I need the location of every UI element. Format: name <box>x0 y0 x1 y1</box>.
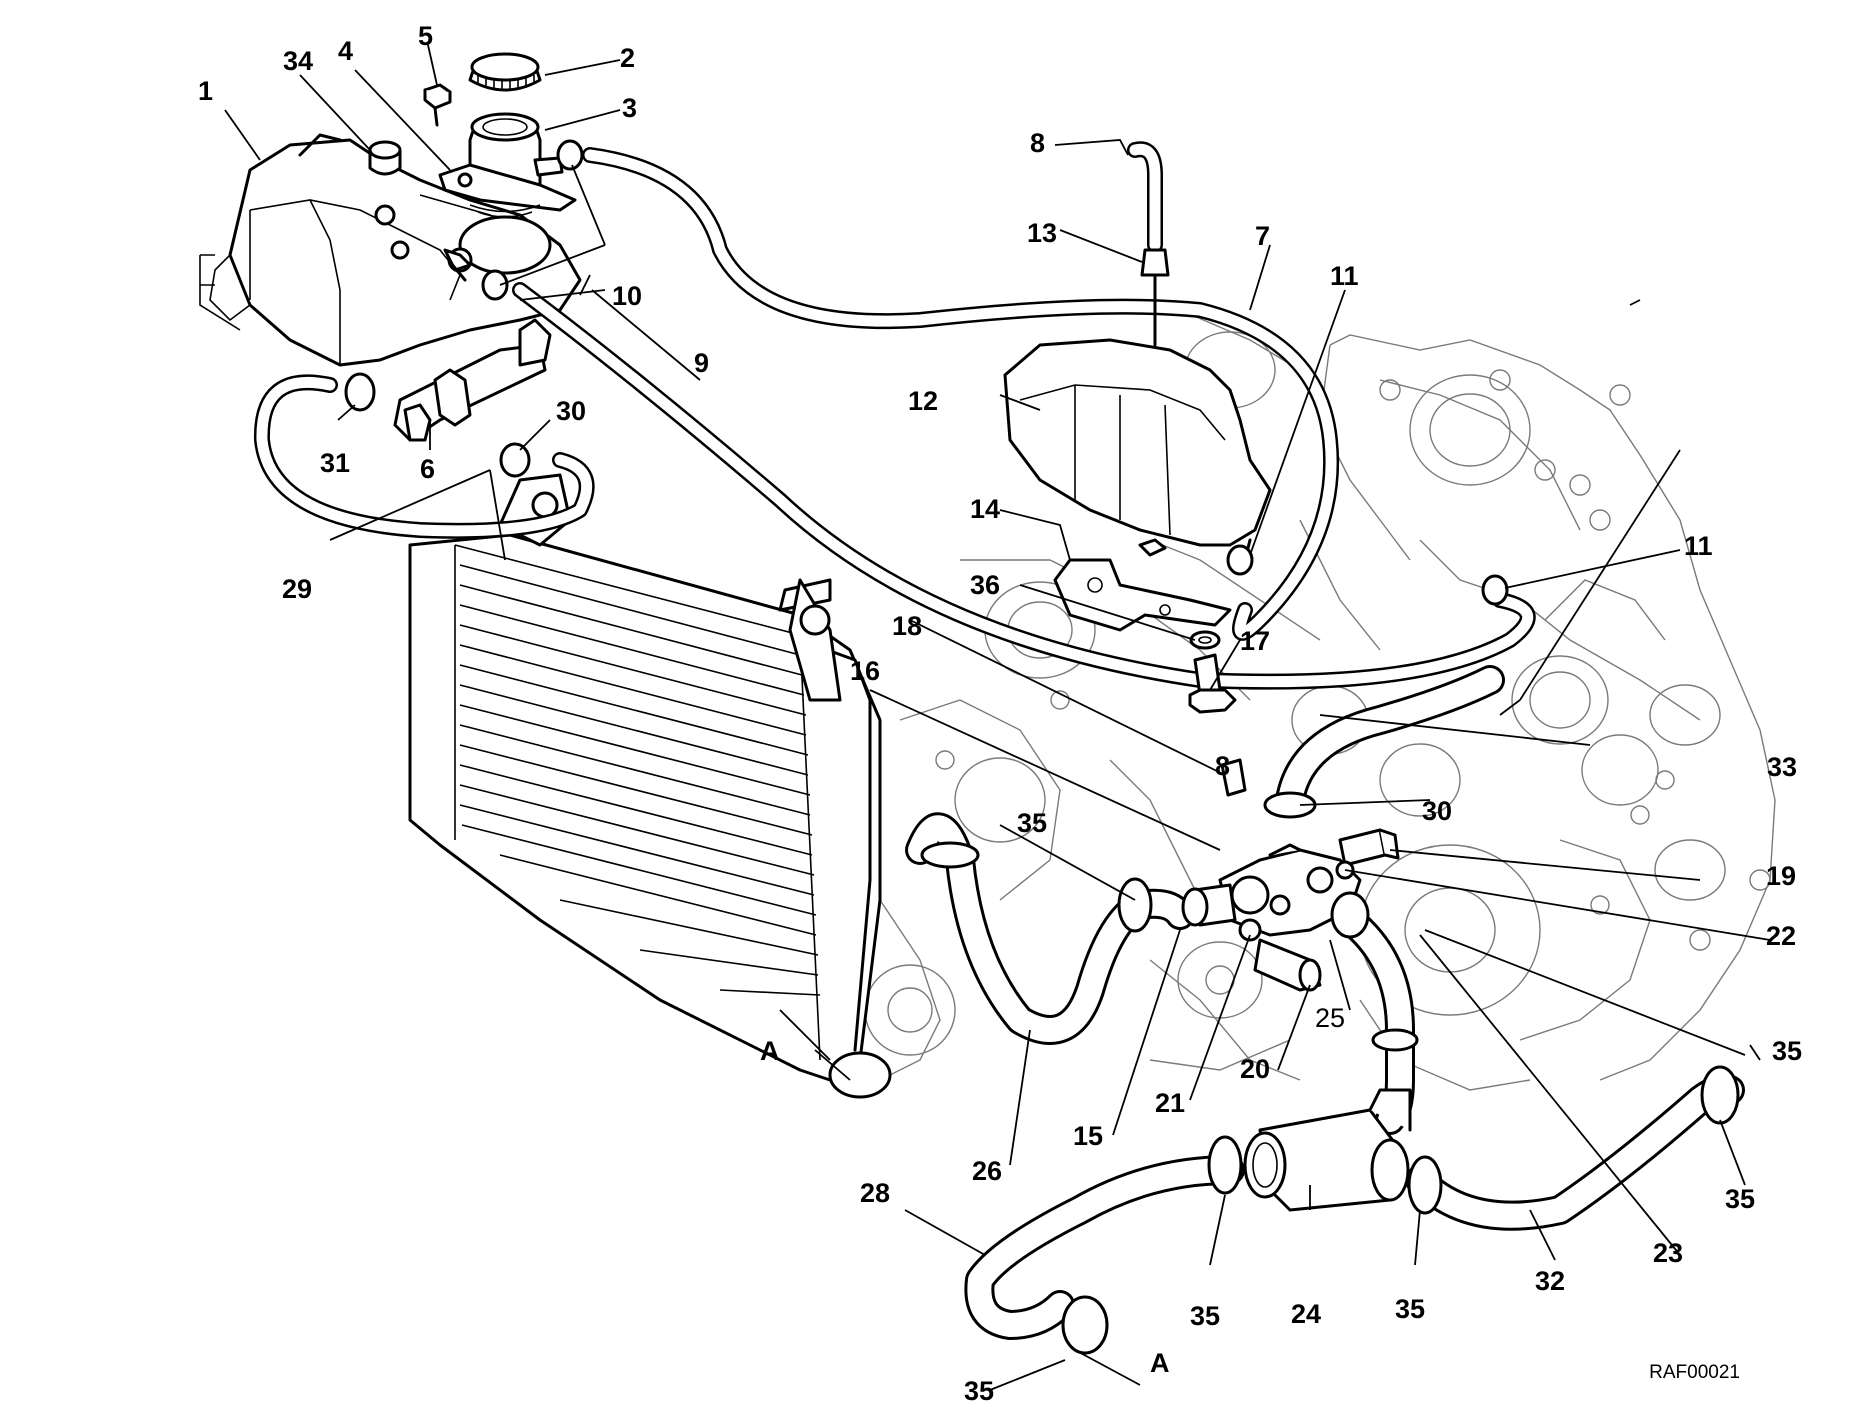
radiator-fins <box>459 564 821 996</box>
label-5: 5 <box>418 21 433 51</box>
label-12: 12 <box>908 386 938 416</box>
clamp-11b <box>1481 574 1509 606</box>
clamp-31 <box>344 372 376 412</box>
label-31: 31 <box>320 448 350 478</box>
hose-clamps <box>344 139 1740 1355</box>
label-30a: 30 <box>556 396 586 426</box>
filler-cap <box>468 52 542 92</box>
hose-29 <box>253 374 595 539</box>
marker-a-radiator: A <box>760 1036 780 1066</box>
label-19: 19 <box>1766 861 1796 891</box>
label-17: 17 <box>1240 626 1270 656</box>
connection-markers: A A <box>760 1036 1170 1378</box>
label-35b: 35 <box>1725 1184 1755 1214</box>
washer-21 <box>1238 918 1262 942</box>
label-11b: 11 <box>1684 531 1713 561</box>
label-18: 18 <box>892 611 922 641</box>
label-26: 26 <box>972 1156 1002 1186</box>
clamp-25 <box>1371 1028 1419 1052</box>
hose-28 <box>964 1155 1245 1340</box>
sensor-20 <box>1253 938 1322 992</box>
nut <box>1138 538 1167 557</box>
label-29: 29 <box>282 574 312 604</box>
label-35d: 35 <box>1395 1294 1425 1324</box>
label-34: 34 <box>283 46 313 76</box>
label-21: 21 <box>1155 1088 1185 1118</box>
label-10: 10 <box>612 281 642 311</box>
label-16: 16 <box>850 656 880 686</box>
hose-33 <box>1275 665 1505 815</box>
label-8b: 8 <box>1215 751 1230 781</box>
label-24: 24 <box>1291 1299 1321 1329</box>
clamp-35c <box>1207 1135 1243 1195</box>
label-7: 7 <box>1255 221 1270 251</box>
marker-a-hose: A <box>1150 1348 1170 1378</box>
label-8a: 8 <box>1030 128 1045 158</box>
radiator <box>408 473 892 1099</box>
clamp-35a <box>920 841 980 869</box>
label-6: 6 <box>420 454 435 484</box>
overflow-tank <box>1003 338 1272 562</box>
label-35f: 35 <box>1772 1036 1802 1066</box>
label-23: 23 <box>1653 1238 1683 1268</box>
clamp-10b <box>481 269 509 301</box>
clamp-35b <box>1117 877 1153 933</box>
hose-9 <box>512 282 1536 690</box>
breather-pipe <box>1127 141 1170 347</box>
bracket-14 <box>1053 558 1232 632</box>
label-1: 1 <box>198 76 213 106</box>
rubber-plug <box>368 140 402 176</box>
label-15: 15 <box>1073 1121 1103 1151</box>
clamp-35d <box>1407 1155 1443 1215</box>
engine-outline <box>849 299 1776 1091</box>
label-22: 22 <box>1766 921 1796 951</box>
part-labels: 1 2 3 4 5 6 7 8 8 9 10 11 11 12 13 14 15… <box>198 21 1802 1406</box>
tank-bolt <box>443 248 472 282</box>
hose-32 <box>1405 1073 1745 1231</box>
screw <box>423 83 452 127</box>
label-14: 14 <box>970 494 1000 524</box>
diagram-code: RAF00021 <box>1649 1362 1740 1383</box>
label-4: 4 <box>338 36 353 66</box>
filler-neck <box>438 112 577 218</box>
leader-lines <box>224 44 1771 1391</box>
label-30b: 30 <box>1422 796 1452 826</box>
label-36: 36 <box>970 570 1000 600</box>
label-33: 33 <box>1767 752 1797 782</box>
clamp-35e <box>1700 1065 1740 1125</box>
clamp-30a <box>499 442 531 478</box>
clamp-11a <box>1226 544 1254 576</box>
clamp-23 <box>1330 891 1370 939</box>
label-13: 13 <box>1027 218 1057 248</box>
clamp-10a <box>556 139 584 171</box>
tee-fitting <box>1243 1088 1412 1212</box>
nipple-18 <box>1220 758 1247 797</box>
label-9: 9 <box>694 348 709 378</box>
label-35a: 35 <box>1017 808 1047 838</box>
label-11a: 11 <box>1330 261 1359 291</box>
label-32: 32 <box>1535 1266 1565 1296</box>
clamp-35f <box>1061 1295 1109 1355</box>
label-20: 20 <box>1240 1054 1270 1084</box>
sensor-19 <box>1338 828 1400 867</box>
tank-bracket <box>393 318 552 442</box>
label-35e: 35 <box>964 1376 994 1406</box>
label-3: 3 <box>622 93 637 123</box>
label-25: 25 <box>1315 1003 1345 1033</box>
label-28: 28 <box>860 1178 890 1208</box>
washer-36 <box>1189 630 1221 650</box>
label-35c: 35 <box>1190 1301 1220 1331</box>
label-2: 2 <box>620 43 635 73</box>
